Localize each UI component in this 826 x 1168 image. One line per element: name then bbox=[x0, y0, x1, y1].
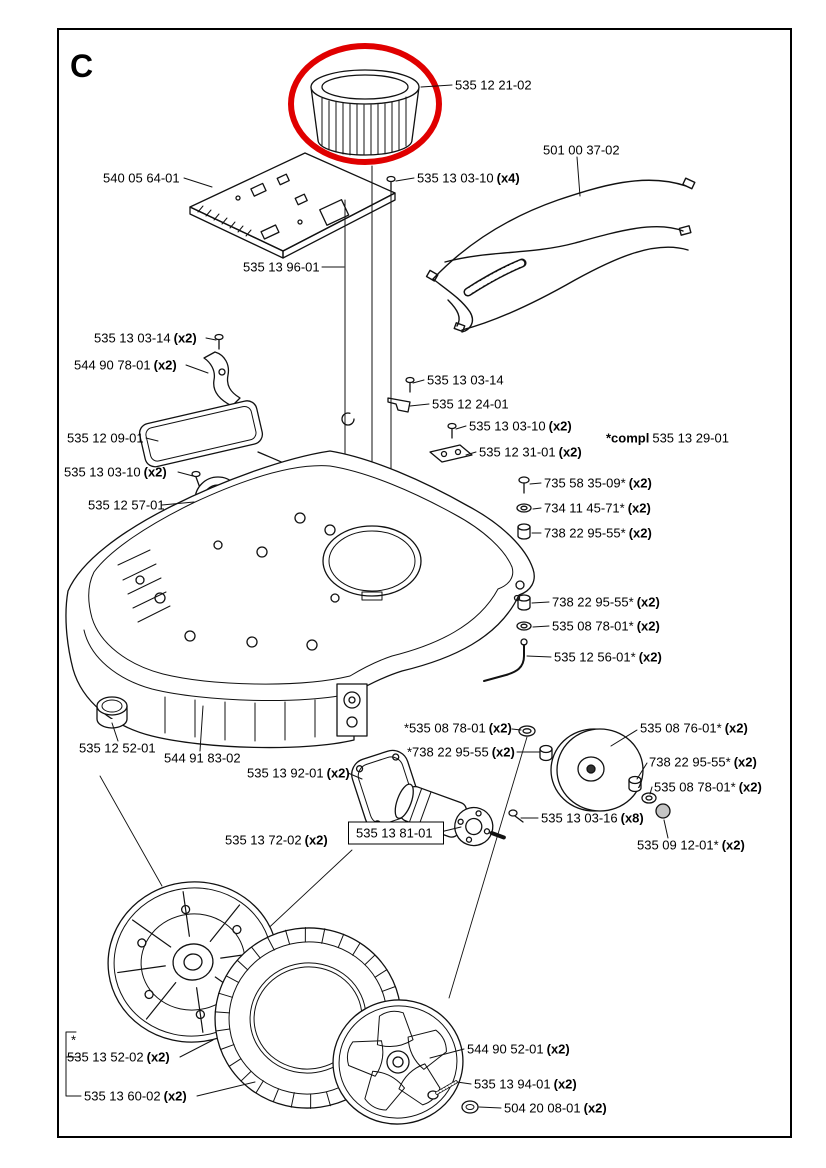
battery bbox=[138, 400, 264, 468]
part-label: 535 13 03-10(x2) bbox=[64, 464, 167, 480]
hook-clip bbox=[341, 412, 355, 426]
part-label: 535 09 12-01*(x2) bbox=[637, 837, 745, 853]
part-label: 535 13 03-10(x2) bbox=[469, 418, 572, 434]
cup-part bbox=[96, 696, 128, 729]
part-label: 544 90 52-01(x2) bbox=[467, 1041, 570, 1057]
part-label: 535 12 24-01 bbox=[432, 396, 509, 412]
part-label: 535 13 60-02(x2) bbox=[84, 1088, 187, 1104]
wheel-screw bbox=[427, 1080, 458, 1100]
part-label: *535 08 78-01(x2) bbox=[404, 720, 512, 736]
part-label: 535 12 52-01 bbox=[79, 740, 156, 756]
part-label: 535 12 21-02 bbox=[455, 77, 532, 93]
page-border bbox=[57, 28, 792, 1138]
small-bracket bbox=[387, 397, 411, 413]
part-label: 535 12 57-01 bbox=[88, 497, 165, 513]
drum-part bbox=[310, 69, 420, 156]
circuit-board bbox=[189, 152, 396, 259]
fastener-stack bbox=[516, 503, 532, 631]
drive-wheel-disc bbox=[550, 728, 644, 812]
part-label: 535 13 03-14 bbox=[427, 372, 504, 388]
part-label: 735 58 35-09*(x2) bbox=[544, 475, 652, 491]
part-label-boxed: 535 13 81-01 bbox=[348, 821, 444, 845]
part-label: 504 20 08-01(x2) bbox=[504, 1100, 607, 1116]
part-label: 738 22 95-55*(x2) bbox=[552, 594, 660, 610]
part-label: 535 12 31-01(x2) bbox=[479, 444, 582, 460]
right-fasteners bbox=[628, 775, 671, 819]
part-label: 738 22 95-55*(x2) bbox=[649, 754, 757, 770]
wire-harness bbox=[425, 177, 696, 333]
part-label: 535 13 03-10(x4) bbox=[417, 170, 520, 186]
part-label: 535 08 78-01*(x2) bbox=[552, 618, 660, 634]
highlight-ellipse bbox=[288, 43, 442, 165]
part-label: 535 13 52-02(x2) bbox=[67, 1049, 170, 1065]
footnote-bracket bbox=[65, 1031, 82, 1097]
chassis bbox=[65, 450, 535, 749]
part-label: 738 22 95-55*(x2) bbox=[544, 525, 652, 541]
small-plate bbox=[429, 444, 473, 463]
part-label: 535 13 94-01(x2) bbox=[474, 1076, 577, 1092]
footnote-asterisk: * bbox=[71, 1032, 77, 1048]
wheel-cap bbox=[461, 1100, 479, 1114]
section-label: C bbox=[70, 48, 94, 84]
part-label: 535 13 72-02(x2) bbox=[225, 832, 328, 848]
part-label: 501 00 37-02 bbox=[543, 142, 620, 158]
screw-icons bbox=[191, 175, 530, 823]
part-label: 544 91 83-02 bbox=[164, 750, 241, 766]
part-label: 535 08 76-01*(x2) bbox=[640, 720, 748, 736]
part-label: 535 12 56-01*(x2) bbox=[554, 649, 662, 665]
part-label: 540 05 64-01 bbox=[103, 170, 180, 186]
construction-lines bbox=[99, 736, 528, 999]
part-label: 544 90 78-01(x2) bbox=[74, 357, 177, 373]
part-label: 535 08 78-01*(x2) bbox=[654, 779, 762, 795]
part-label: *738 22 95-55(x2) bbox=[407, 744, 515, 760]
bent-rod bbox=[483, 638, 528, 682]
leader-lines bbox=[111, 84, 669, 1109]
part-label: 535 13 96-01 bbox=[243, 259, 320, 275]
part-label: 734 11 45-71*(x2) bbox=[544, 500, 651, 516]
axle-washers bbox=[518, 725, 553, 762]
part-label: 535 12 09-01 bbox=[67, 430, 144, 446]
part-label: 535 13 92-01(x2) bbox=[247, 765, 350, 781]
part-label: 535 13 03-14(x2) bbox=[94, 330, 197, 346]
part-label: 535 13 03-16(x8) bbox=[541, 810, 644, 826]
